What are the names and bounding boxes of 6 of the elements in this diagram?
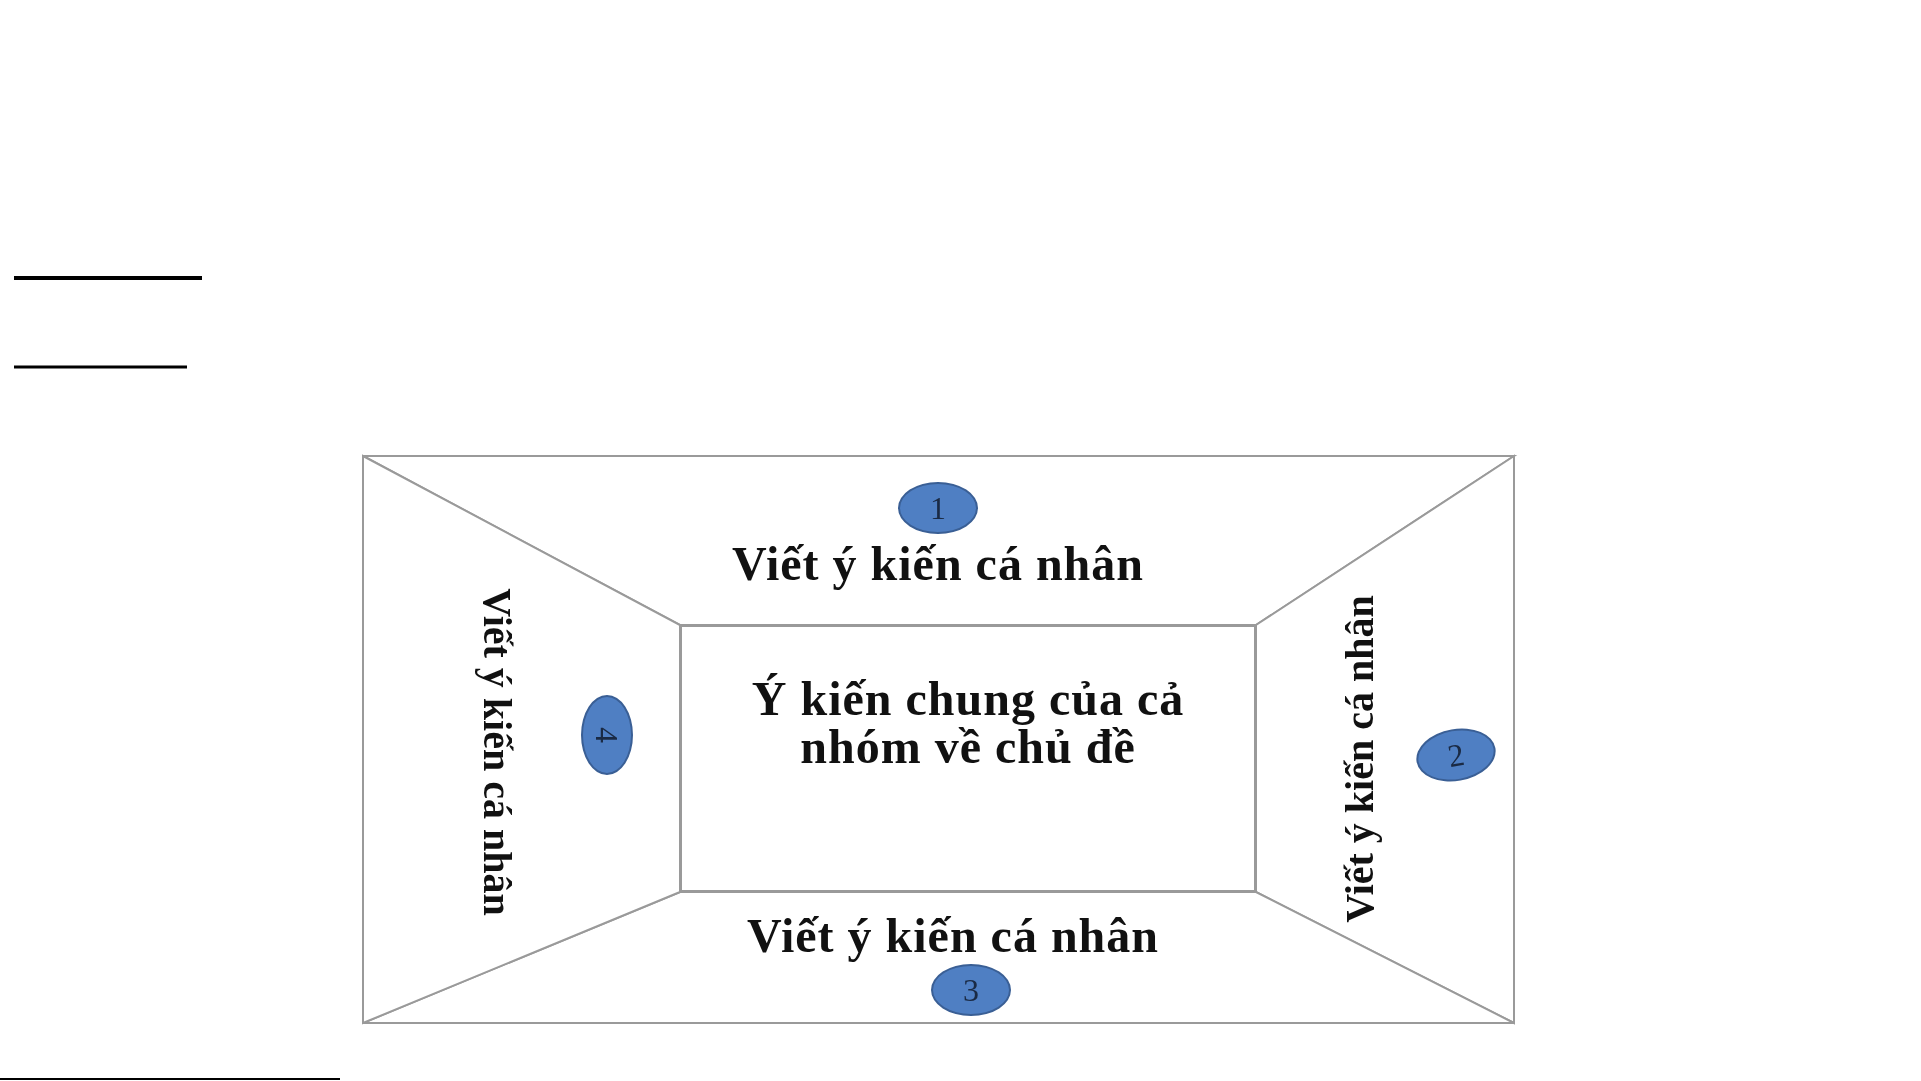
panel-text: Viết ý kiến cá nhân (747, 912, 1159, 960)
panel-text: Viết ý kiến cá nhân (1340, 595, 1380, 923)
center-box (680, 625, 1256, 892)
center-text: Ý kiến chung của cả nhóm về chủ đề (750, 675, 1186, 771)
panel-text: Viết ý kiến cá nhân (732, 540, 1144, 588)
panel-text: Viết ý kiến cá nhân (477, 588, 517, 916)
